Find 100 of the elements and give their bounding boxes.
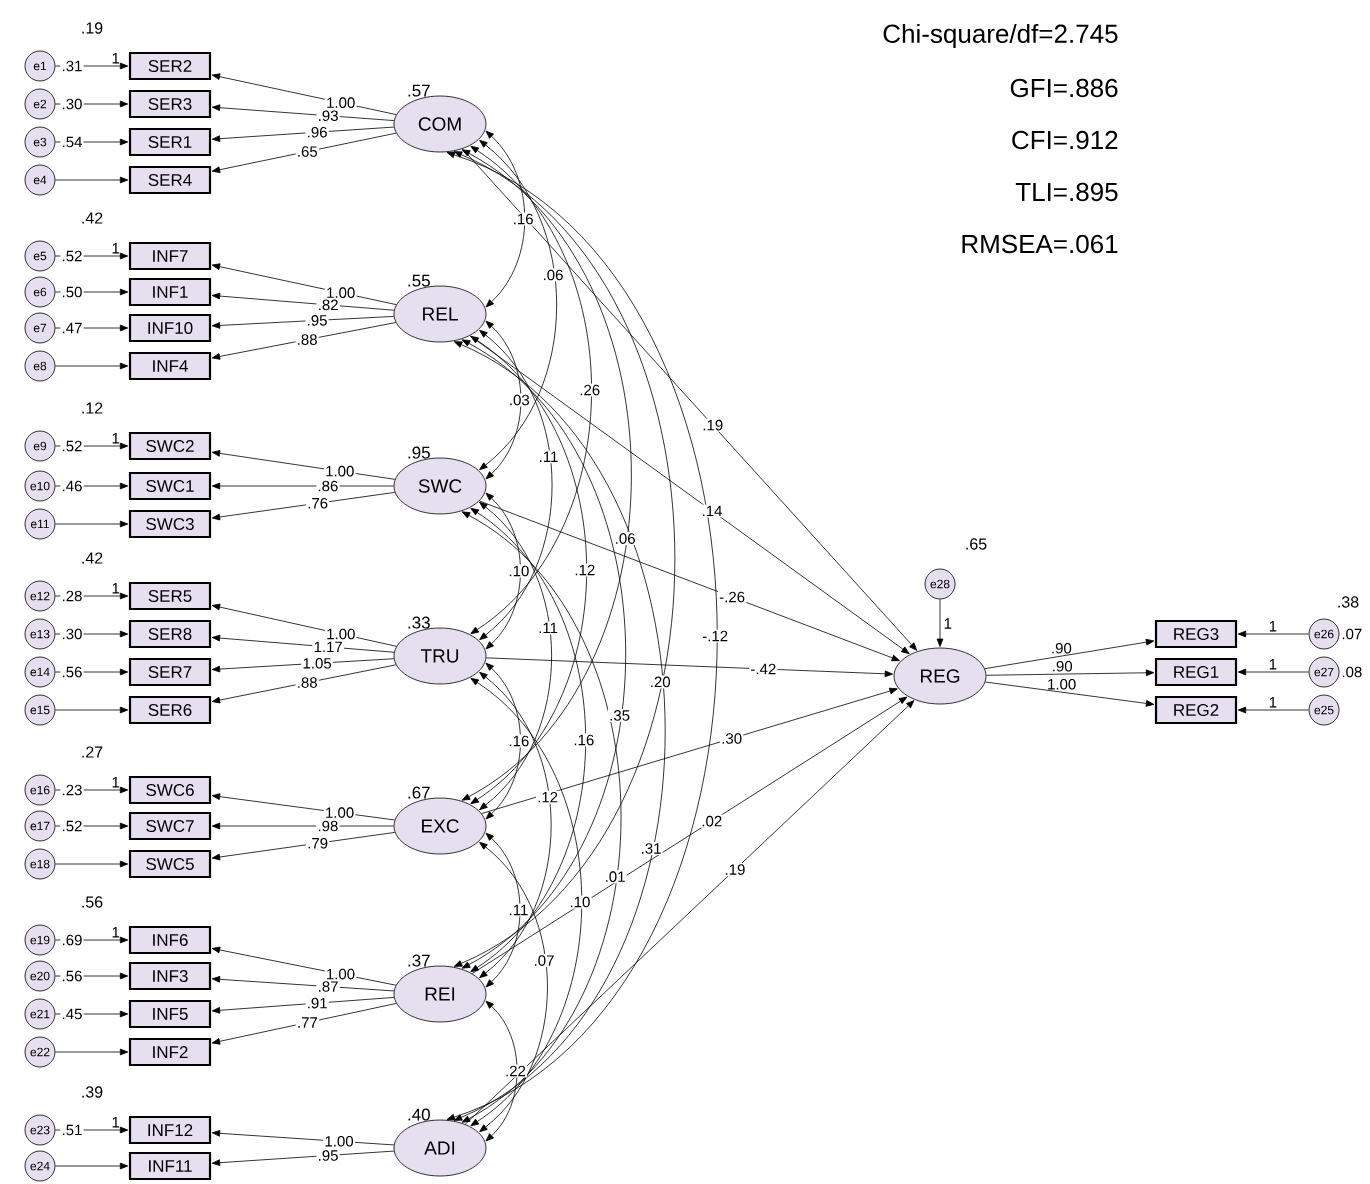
arrow	[55, 324, 129, 332]
covariance-arrow	[446, 151, 718, 1121]
covariance-arrow	[485, 320, 522, 480]
arrow	[211, 997, 395, 1014]
arrow	[211, 316, 395, 329]
arrow	[984, 681, 1155, 707]
value-label: .33	[408, 616, 430, 629]
indicator-box: SER1	[128, 127, 212, 157]
arrow	[55, 972, 129, 980]
indicator-box: SWC2	[128, 431, 212, 461]
arrow	[211, 1150, 395, 1166]
arrow	[55, 706, 129, 714]
indicator-box: SWC1	[128, 471, 212, 501]
arrow	[211, 1003, 397, 1045]
indicator-box: INF11	[128, 1151, 212, 1181]
indicator-box: INF5	[128, 999, 212, 1029]
arrow	[211, 603, 397, 647]
arrow	[55, 362, 129, 370]
arrow	[211, 832, 396, 861]
arrow	[55, 1048, 129, 1056]
arrow	[481, 687, 898, 814]
covariance-arrow	[479, 671, 552, 979]
arrow	[211, 822, 394, 830]
arrow	[55, 860, 129, 868]
covariance-arrow	[479, 841, 548, 1133]
indicator-box: INF4	[128, 351, 212, 381]
arrow	[211, 450, 396, 480]
indicator-box: INF10	[128, 313, 212, 343]
value-label: .42	[82, 212, 103, 224]
arrow	[984, 638, 1155, 670]
arrow	[485, 657, 893, 678]
covariance-arrow	[485, 492, 521, 650]
fit-statistic: TLI=.895	[1015, 182, 1118, 202]
arrow	[1237, 668, 1309, 676]
fit-statistic: CFI=.912	[1012, 130, 1118, 150]
indicator-box: INF3	[128, 961, 212, 991]
arrow	[55, 252, 129, 260]
value-label: .37	[408, 954, 430, 967]
indicator-box: SER6	[128, 695, 212, 725]
arrow	[55, 100, 129, 108]
covariance-arrow	[461, 149, 632, 801]
value-label: .12	[82, 402, 103, 414]
arrow	[55, 62, 129, 70]
indicator-box: SWC3	[128, 509, 212, 539]
arrow	[211, 492, 396, 521]
arrow	[1237, 630, 1309, 638]
covariance-arrow	[485, 832, 521, 988]
arrow	[211, 658, 395, 673]
indicator-box: REG1	[1154, 657, 1238, 687]
arrow	[55, 442, 129, 450]
value-label: .55	[408, 274, 430, 287]
arrow	[936, 599, 944, 647]
arrow	[464, 700, 915, 1125]
value-label: .42	[82, 552, 103, 564]
indicator-box: SER8	[128, 619, 212, 649]
arrow	[55, 936, 129, 944]
covariance-arrow	[461, 339, 627, 969]
value-label: .38	[1338, 596, 1359, 608]
arrow	[1237, 706, 1309, 714]
arrow	[986, 669, 1155, 677]
indicator-box: SER7	[128, 657, 212, 687]
indicator-box: SWC6	[128, 775, 212, 805]
arrow	[211, 126, 395, 142]
value-label: .56	[82, 896, 103, 908]
covariance-arrow	[470, 335, 588, 805]
value-label: .67	[408, 786, 430, 799]
arrow	[211, 73, 397, 115]
arrow	[55, 630, 129, 638]
arrow	[55, 520, 129, 528]
arrow	[55, 482, 129, 490]
covariance-arrow	[470, 677, 583, 1127]
value-label: .27	[82, 746, 103, 758]
fit-statistic: RMSEA=.061	[962, 234, 1118, 254]
arrow	[211, 322, 397, 360]
covariance-arrow	[485, 662, 521, 820]
covariance-arrow	[470, 507, 587, 973]
indicator-box: SER2	[128, 51, 212, 81]
arrow	[55, 176, 129, 184]
indicator-box: REG3	[1154, 619, 1238, 649]
arrow	[211, 634, 395, 653]
arrow	[55, 1126, 129, 1134]
value-label: .65	[966, 538, 987, 550]
arrow	[211, 482, 394, 490]
covariance-arrow	[470, 145, 592, 635]
arrow	[55, 288, 129, 296]
value-label: .57	[408, 84, 430, 97]
indicator-box: SER5	[128, 581, 212, 611]
covariance-arrow	[485, 130, 526, 308]
arrow	[471, 696, 908, 974]
arrow	[55, 592, 129, 600]
covariance-arrow	[461, 511, 622, 1123]
value-label: .39	[82, 1086, 103, 1098]
arrow	[211, 1130, 395, 1146]
arrow	[479, 500, 900, 662]
covariance-arrow	[453, 151, 676, 967]
covariance-arrow	[479, 501, 552, 811]
arrow	[55, 138, 129, 146]
value-label: .19	[82, 22, 103, 34]
indicator-box: INF1	[128, 277, 212, 307]
arrow	[211, 104, 395, 121]
